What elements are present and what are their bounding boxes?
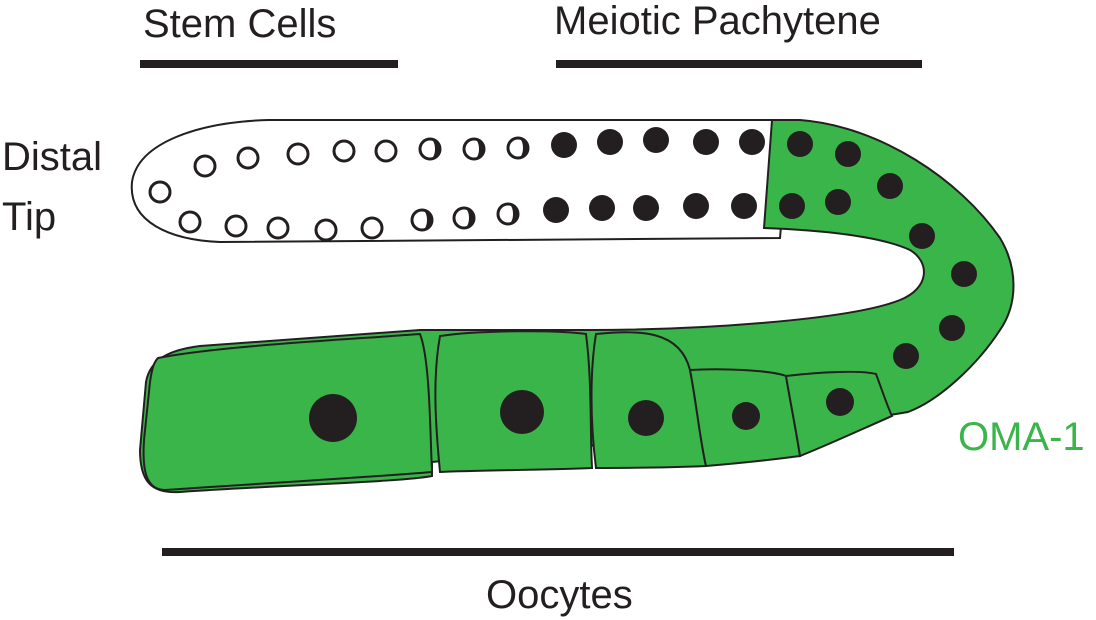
open-nucleus xyxy=(193,154,217,178)
pachytene-nucleus xyxy=(739,129,765,155)
pachytene-nucleus xyxy=(877,173,903,199)
open-nucleus xyxy=(236,146,260,170)
oma1-label: OMA-1 xyxy=(958,415,1085,459)
pachytene-nucleus xyxy=(543,197,569,223)
distal-tip-label-line1: Distal xyxy=(2,135,102,179)
oocyte-nucleus xyxy=(732,402,760,430)
pachytene-nucleus xyxy=(835,141,861,167)
open-nucleus xyxy=(178,210,202,234)
open-nucleus xyxy=(360,216,384,240)
pachytene-nucleus xyxy=(597,129,623,155)
nuclei-group xyxy=(148,127,977,442)
pachytene-nucleus xyxy=(909,223,935,249)
transition-nucleus-crescent xyxy=(518,138,528,158)
pachytene-nucleus xyxy=(731,193,757,219)
oocyte-nucleus xyxy=(309,394,357,442)
pachytene-nucleus xyxy=(939,315,965,341)
pachytene-nucleus xyxy=(893,343,919,369)
oocytes-label: Oocytes xyxy=(486,573,633,617)
stem-cells-bar xyxy=(140,60,398,68)
pachytene-nucleus xyxy=(633,195,659,221)
oocyte-nucleus xyxy=(500,390,544,434)
pachytene-nucleus xyxy=(693,129,719,155)
oocyte-cell-1 xyxy=(142,332,434,492)
transition-nucleus-crescent xyxy=(474,139,484,159)
open-nucleus xyxy=(332,139,356,163)
pachytene-nucleus xyxy=(951,261,977,287)
pachytene-nucleus xyxy=(551,132,577,158)
open-nucleus xyxy=(314,218,338,242)
transition-nucleus-crescent xyxy=(464,208,474,228)
oocyte-nucleus xyxy=(826,388,854,416)
transition-nucleus-crescent xyxy=(430,139,440,159)
oocytes-bar xyxy=(162,548,954,556)
open-nucleus xyxy=(286,142,310,166)
open-nucleus xyxy=(148,180,172,204)
open-nucleus xyxy=(224,214,248,238)
transition-nucleus-crescent xyxy=(508,204,518,224)
stem-cells-label: Stem Cells xyxy=(143,2,336,46)
pachytene-nucleus xyxy=(787,131,813,157)
pachytene-nucleus xyxy=(779,193,805,219)
distal-tip-label-line2: Tip xyxy=(2,195,56,239)
pachytene-nucleus xyxy=(683,193,709,219)
meiotic-pachytene-bar xyxy=(556,60,922,68)
oocyte-nucleus xyxy=(628,400,664,436)
pachytene-nucleus xyxy=(825,189,851,215)
meiotic-pachytene-label: Meiotic Pachytene xyxy=(554,0,881,43)
open-nucleus xyxy=(374,139,398,163)
open-nucleus xyxy=(266,216,290,240)
pachytene-nucleus xyxy=(643,127,669,153)
pachytene-nucleus xyxy=(589,195,615,221)
transition-nucleus-crescent xyxy=(422,210,432,230)
